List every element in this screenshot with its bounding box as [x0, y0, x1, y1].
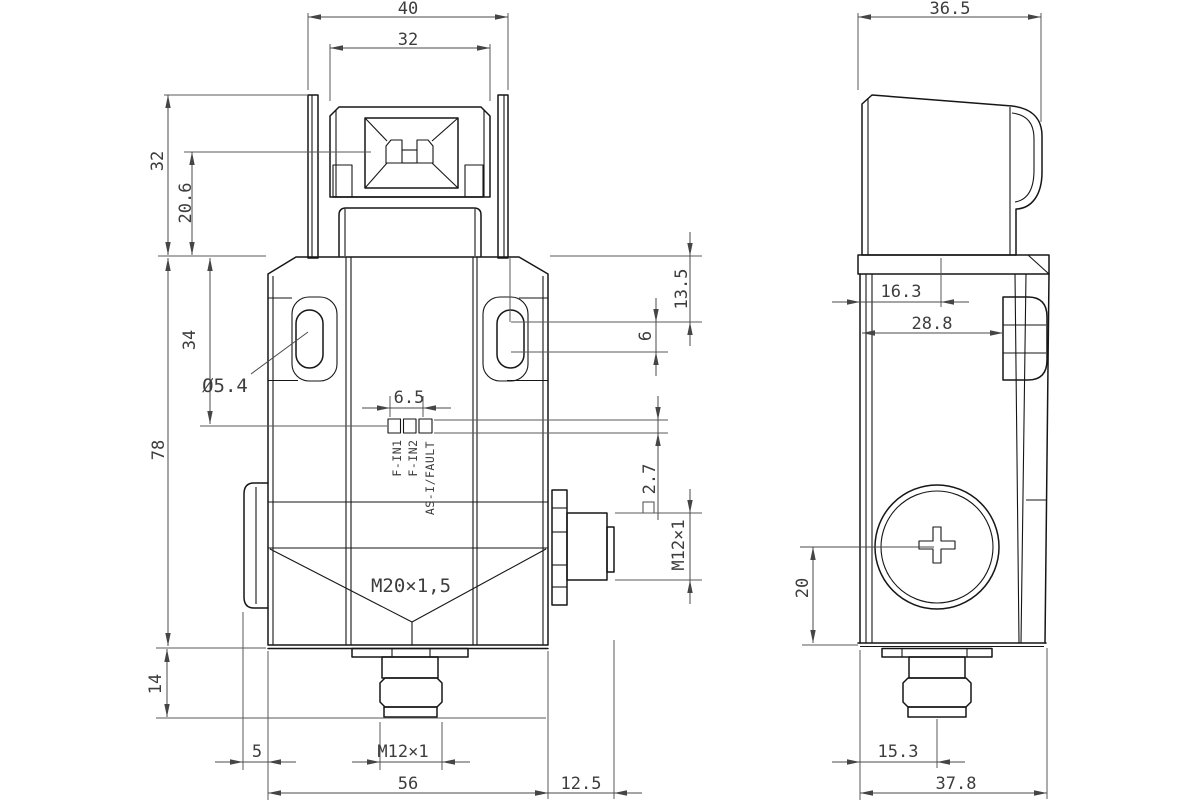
- mounting-boss-left: [291, 296, 338, 382]
- housing-side: [857, 273, 1050, 648]
- dim-bottom-connector-thread: M12×1: [377, 742, 428, 762]
- bottom-connector-front: [351, 647, 469, 718]
- side-dimensions: [800, 13, 1048, 800]
- dimension-labels: 40 32 32 20.6 34 78 14 Ø5.4 6.5 13.5 6 2…: [146, 0, 976, 794]
- led-indicators: [387, 418, 433, 434]
- actuator-slot-left: [385, 139, 403, 164]
- dim-connector-protrusion: 12.5: [561, 774, 602, 794]
- dim-slot-offset: 34: [180, 330, 200, 350]
- head-side-plates: [307, 94, 509, 259]
- mounting-boss-right: [482, 296, 529, 382]
- dim-front-depth: 16.3: [881, 282, 922, 302]
- bottom-connector-side: [881, 647, 993, 718]
- housing-front: [267, 256, 549, 650]
- label-led-as-i-fault: AS-I/FAULT: [423, 441, 437, 515]
- led-f-in1: [387, 418, 402, 434]
- side-view: [857, 94, 1050, 718]
- mounting-slot-left: [295, 309, 324, 369]
- head-base: [338, 207, 482, 257]
- side-connector-side: [1002, 296, 1048, 381]
- label-led-f-in1: F-IN1: [390, 439, 404, 476]
- side-connector-front: [551, 489, 615, 606]
- dim-head-width-outer: 40: [398, 0, 418, 19]
- dim-connector-height: 14: [146, 674, 166, 694]
- front-view: [243, 94, 615, 718]
- dim-body-width: 56: [398, 774, 418, 794]
- front-dimensions: [156, 13, 702, 800]
- dim-head-width-inner: 32: [398, 30, 418, 50]
- square-symbol: [642, 501, 655, 514]
- actuator-slot-right: [416, 139, 434, 164]
- dim-head-height: 32: [148, 151, 168, 171]
- actuator-opening: [364, 117, 459, 189]
- label-led-f-in2: F-IN2: [406, 439, 420, 476]
- side-cover-cap: [243, 482, 269, 609]
- head-flange-side: [857, 254, 1050, 275]
- dim-cable-gland-thread: M20×1,5: [371, 575, 451, 597]
- dim-led-size: 2.7: [640, 464, 660, 495]
- actuator-head-side: [861, 94, 1043, 256]
- dim-body-depth-upper: 28.8: [912, 314, 953, 334]
- led-f-in2: [402, 418, 417, 434]
- dim-slot-diameter: Ø5.4: [202, 375, 248, 397]
- dim-slot-length: 6: [636, 331, 656, 341]
- dim-led-spacing: 6.5: [394, 388, 425, 408]
- dim-body-depth: 37.8: [936, 774, 977, 794]
- dim-screw-offset: 20: [793, 578, 813, 598]
- phillips-screw-icon: [918, 526, 956, 564]
- dim-side-connector-thread: M12×1: [669, 519, 689, 570]
- dim-slot-top-offset: 13.5: [672, 269, 692, 310]
- actuator-head: [329, 106, 491, 257]
- dim-body-height: 78: [149, 440, 169, 460]
- dim-actuator-depth: 20.6: [176, 183, 196, 224]
- dim-cap-protrusion: 5: [252, 742, 262, 762]
- led-as-i-fault: [418, 418, 433, 434]
- dim-head-depth: 36.5: [930, 0, 971, 19]
- dim-connector-offset: 15.3: [878, 742, 919, 762]
